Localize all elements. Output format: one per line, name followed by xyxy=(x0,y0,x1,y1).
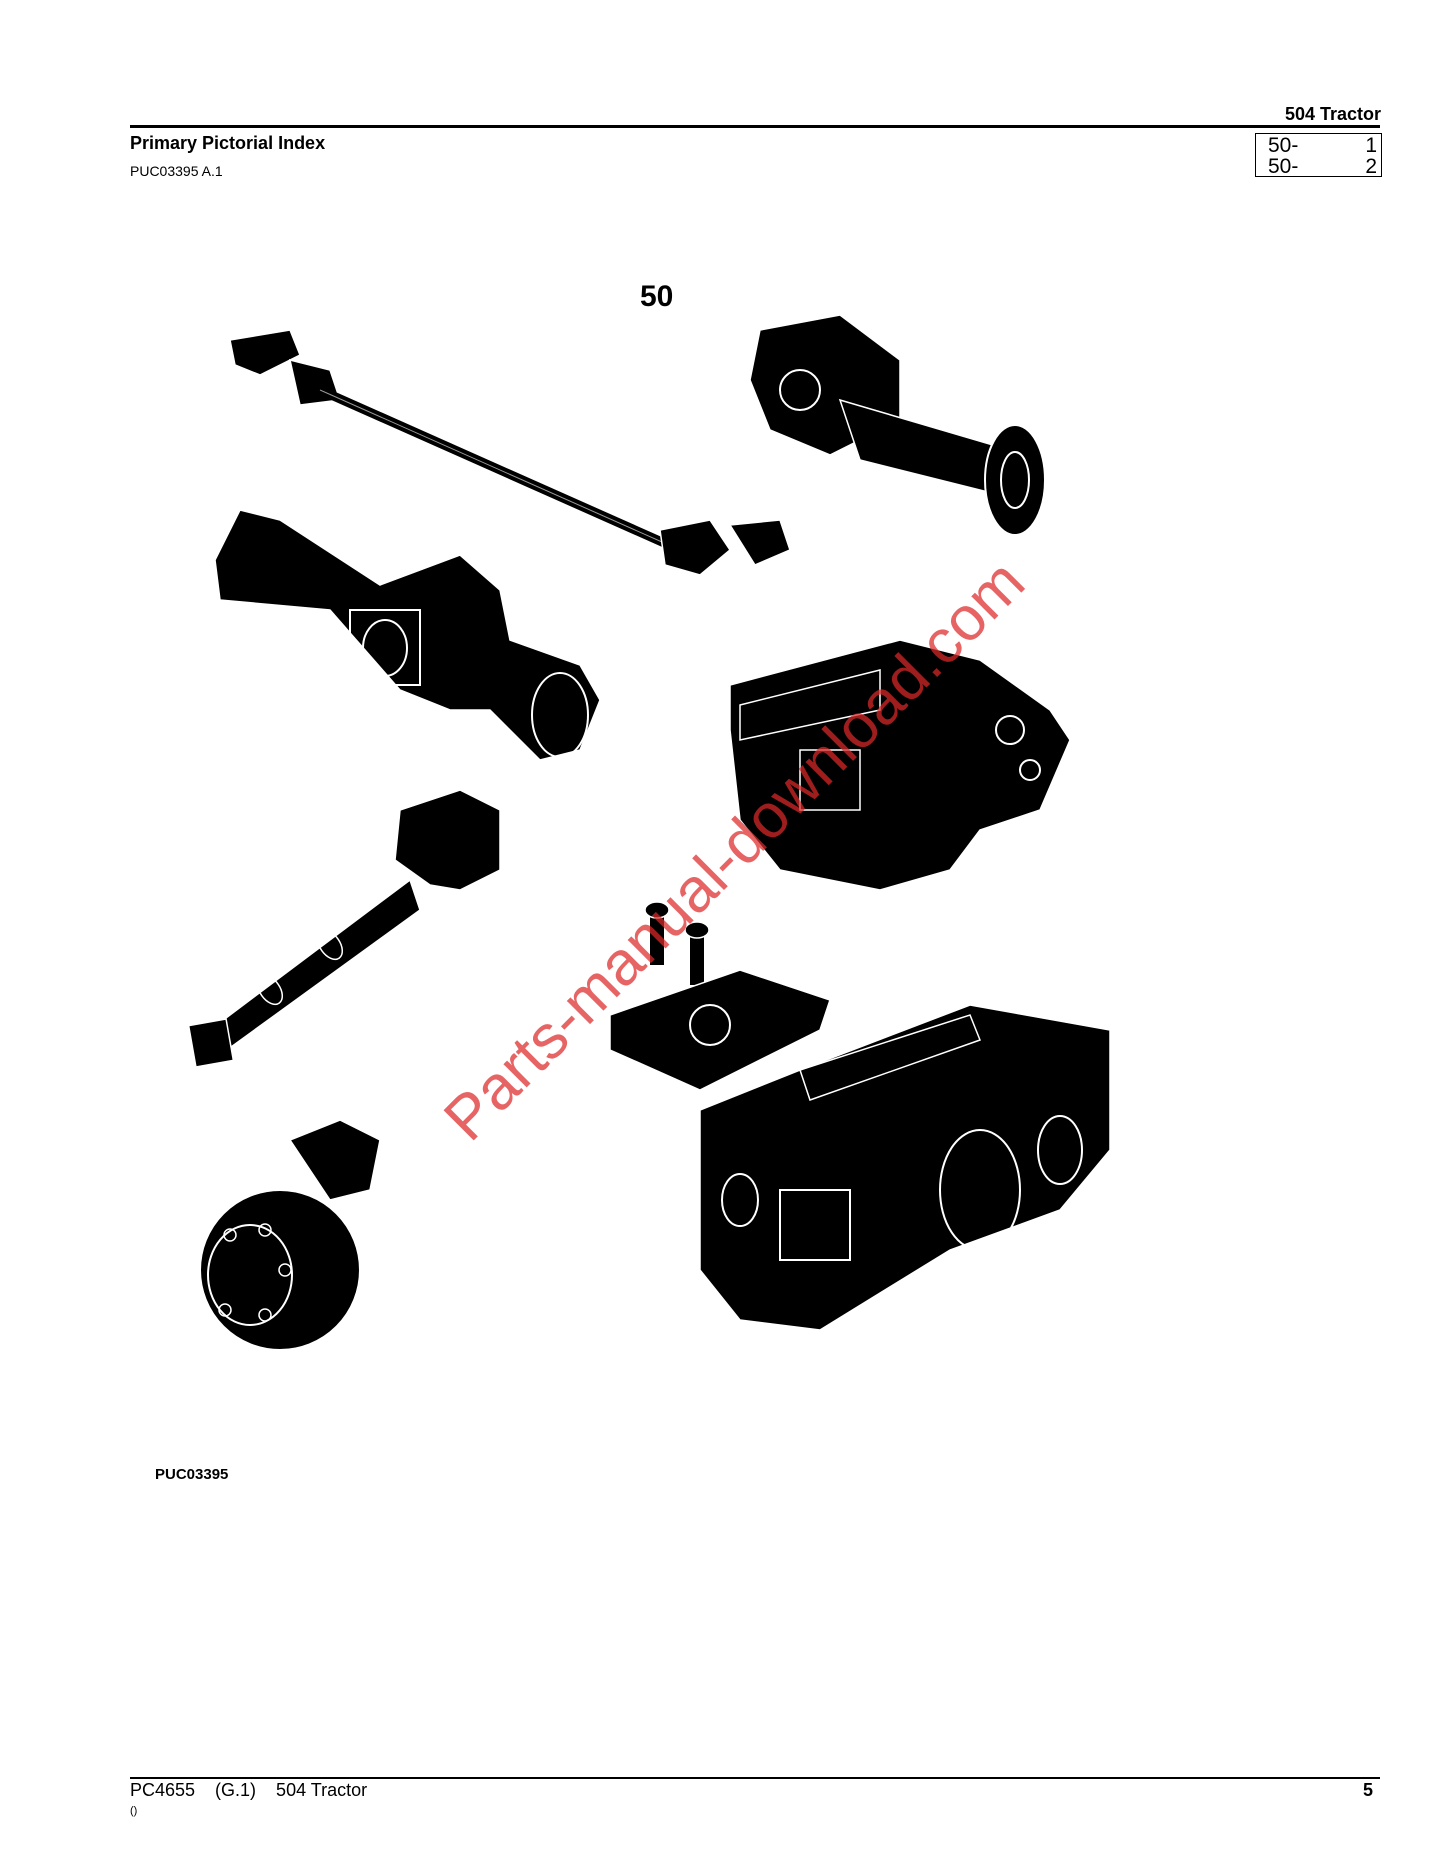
header-title: 504 Tractor xyxy=(1285,104,1382,124)
index-number: 2 xyxy=(1365,155,1377,178)
document-reference: PUC03395 A.1 xyxy=(130,163,223,179)
pto-drive-illustration xyxy=(199,1119,381,1350)
index-row: 50- 1 xyxy=(1268,135,1377,156)
index-prefix: 50- xyxy=(1268,134,1299,157)
front-axle-hub-illustration xyxy=(749,314,1046,536)
rear-axle-housing-illustration xyxy=(214,509,601,761)
index-prefix: 50- xyxy=(1268,155,1299,178)
footer-document-info: PC4655 (G.1) 504 Tractor xyxy=(130,1780,368,1800)
header-rule xyxy=(130,125,1380,128)
footer-rule xyxy=(130,1777,1380,1779)
section-title: Primary Pictorial Index xyxy=(130,133,326,153)
figure-code: PUC03395 xyxy=(155,1466,229,1483)
center-housing-illustration xyxy=(729,639,1071,891)
page-number: 5 xyxy=(1363,1780,1374,1800)
index-number: 1 xyxy=(1365,134,1377,157)
control-valve-illustration xyxy=(609,901,831,1091)
page-index-box: 50- 1 50- 2 xyxy=(1255,133,1382,177)
tie-rod-illustration xyxy=(229,329,791,576)
footer-sub: () xyxy=(130,1805,138,1817)
drive-shaft-illustration xyxy=(187,789,501,1068)
parts-illustration xyxy=(187,314,1111,1350)
figure-label: 50 xyxy=(640,280,674,313)
index-row: 50- 2 xyxy=(1268,156,1377,177)
transmission-case-illustration xyxy=(699,1004,1111,1331)
